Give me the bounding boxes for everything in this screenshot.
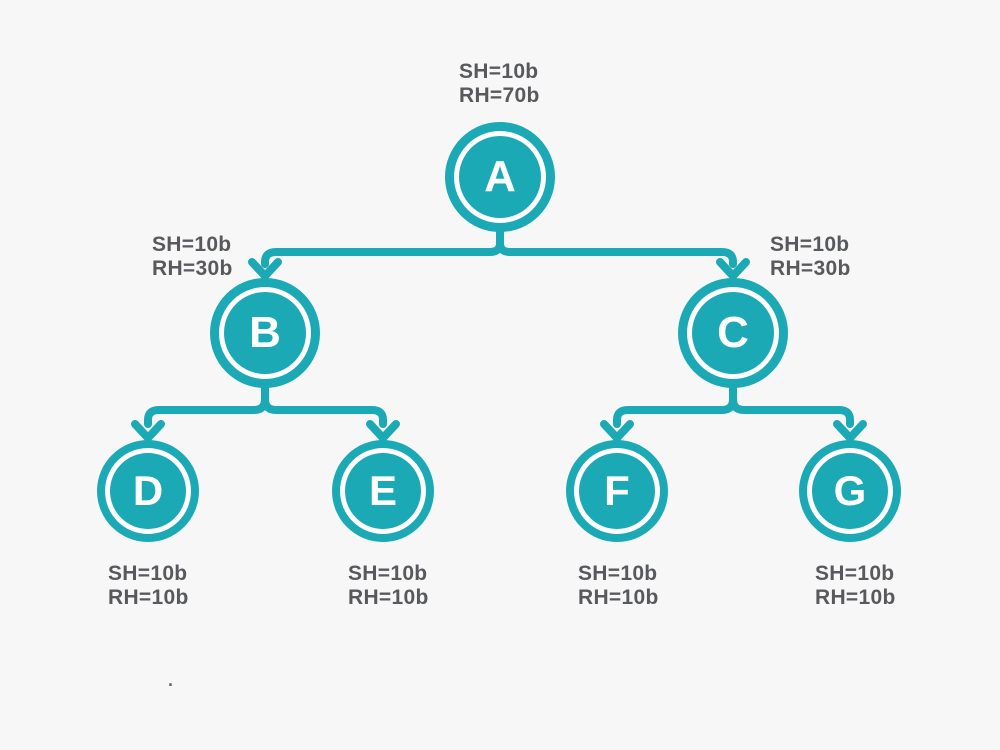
edge-A-B	[261, 227, 504, 268]
node-B: B	[224, 292, 306, 374]
arrowhead-F-icon	[600, 420, 634, 442]
annotation-node-E: SH=10b RH=10b	[348, 562, 429, 610]
node-letter: A	[484, 152, 516, 201]
edge-A-C	[496, 227, 737, 268]
annotation-line: SH=10b	[152, 233, 232, 256]
annotation-node-F: SH=10b RH=10b	[578, 562, 659, 610]
annotation-line: RH=30b	[152, 257, 233, 280]
annotation-node-G: SH=10b RH=10b	[815, 562, 896, 610]
edge-B-D	[144, 385, 269, 428]
annotation-line: RH=10b	[108, 586, 189, 609]
annotation-line: SH=10b	[578, 562, 658, 585]
node-letter: B	[249, 308, 281, 357]
edge-B-E	[261, 385, 387, 428]
annotation-line: RH=30b	[770, 257, 851, 280]
node-F: F	[579, 453, 655, 529]
stray-period-mark: .	[168, 670, 174, 690]
annotation-node-A: SH=10b RH=70b	[459, 60, 540, 108]
node-E: E	[345, 453, 421, 529]
annotation-line: SH=10b	[108, 562, 188, 585]
edge-C-F	[613, 385, 737, 428]
node-letter: D	[132, 467, 164, 514]
annotation-node-D: SH=10b RH=10b	[108, 562, 189, 610]
annotation-line: SH=10b	[770, 233, 850, 256]
node-letter: E	[368, 467, 397, 514]
annotation-line: SH=10b	[459, 60, 539, 83]
node-C: C	[692, 292, 774, 374]
arrowhead-D-icon	[131, 420, 165, 442]
node-G: G	[812, 453, 888, 529]
annotation-line: SH=10b	[348, 562, 428, 585]
node-letter: F	[604, 467, 630, 514]
arrowhead-B-icon	[248, 258, 282, 280]
arrowhead-G-icon	[833, 420, 867, 442]
annotation-line: RH=10b	[815, 586, 896, 609]
annotation-line: SH=10b	[815, 562, 895, 585]
arrowhead-E-icon	[366, 420, 400, 442]
arrowhead-C-icon	[716, 258, 750, 280]
annotation-line: RH=10b	[578, 586, 659, 609]
edge-C-G	[729, 385, 854, 428]
annotation-node-C: SH=10b RH=30b	[770, 233, 851, 281]
node-D: D	[110, 453, 186, 529]
annotation-line: RH=10b	[348, 586, 429, 609]
node-A: A	[459, 136, 541, 218]
node-letter: C	[717, 308, 749, 357]
node-letter: G	[833, 467, 867, 514]
annotation-line: RH=70b	[459, 84, 540, 107]
annotation-node-B: SH=10b RH=30b	[152, 233, 233, 281]
